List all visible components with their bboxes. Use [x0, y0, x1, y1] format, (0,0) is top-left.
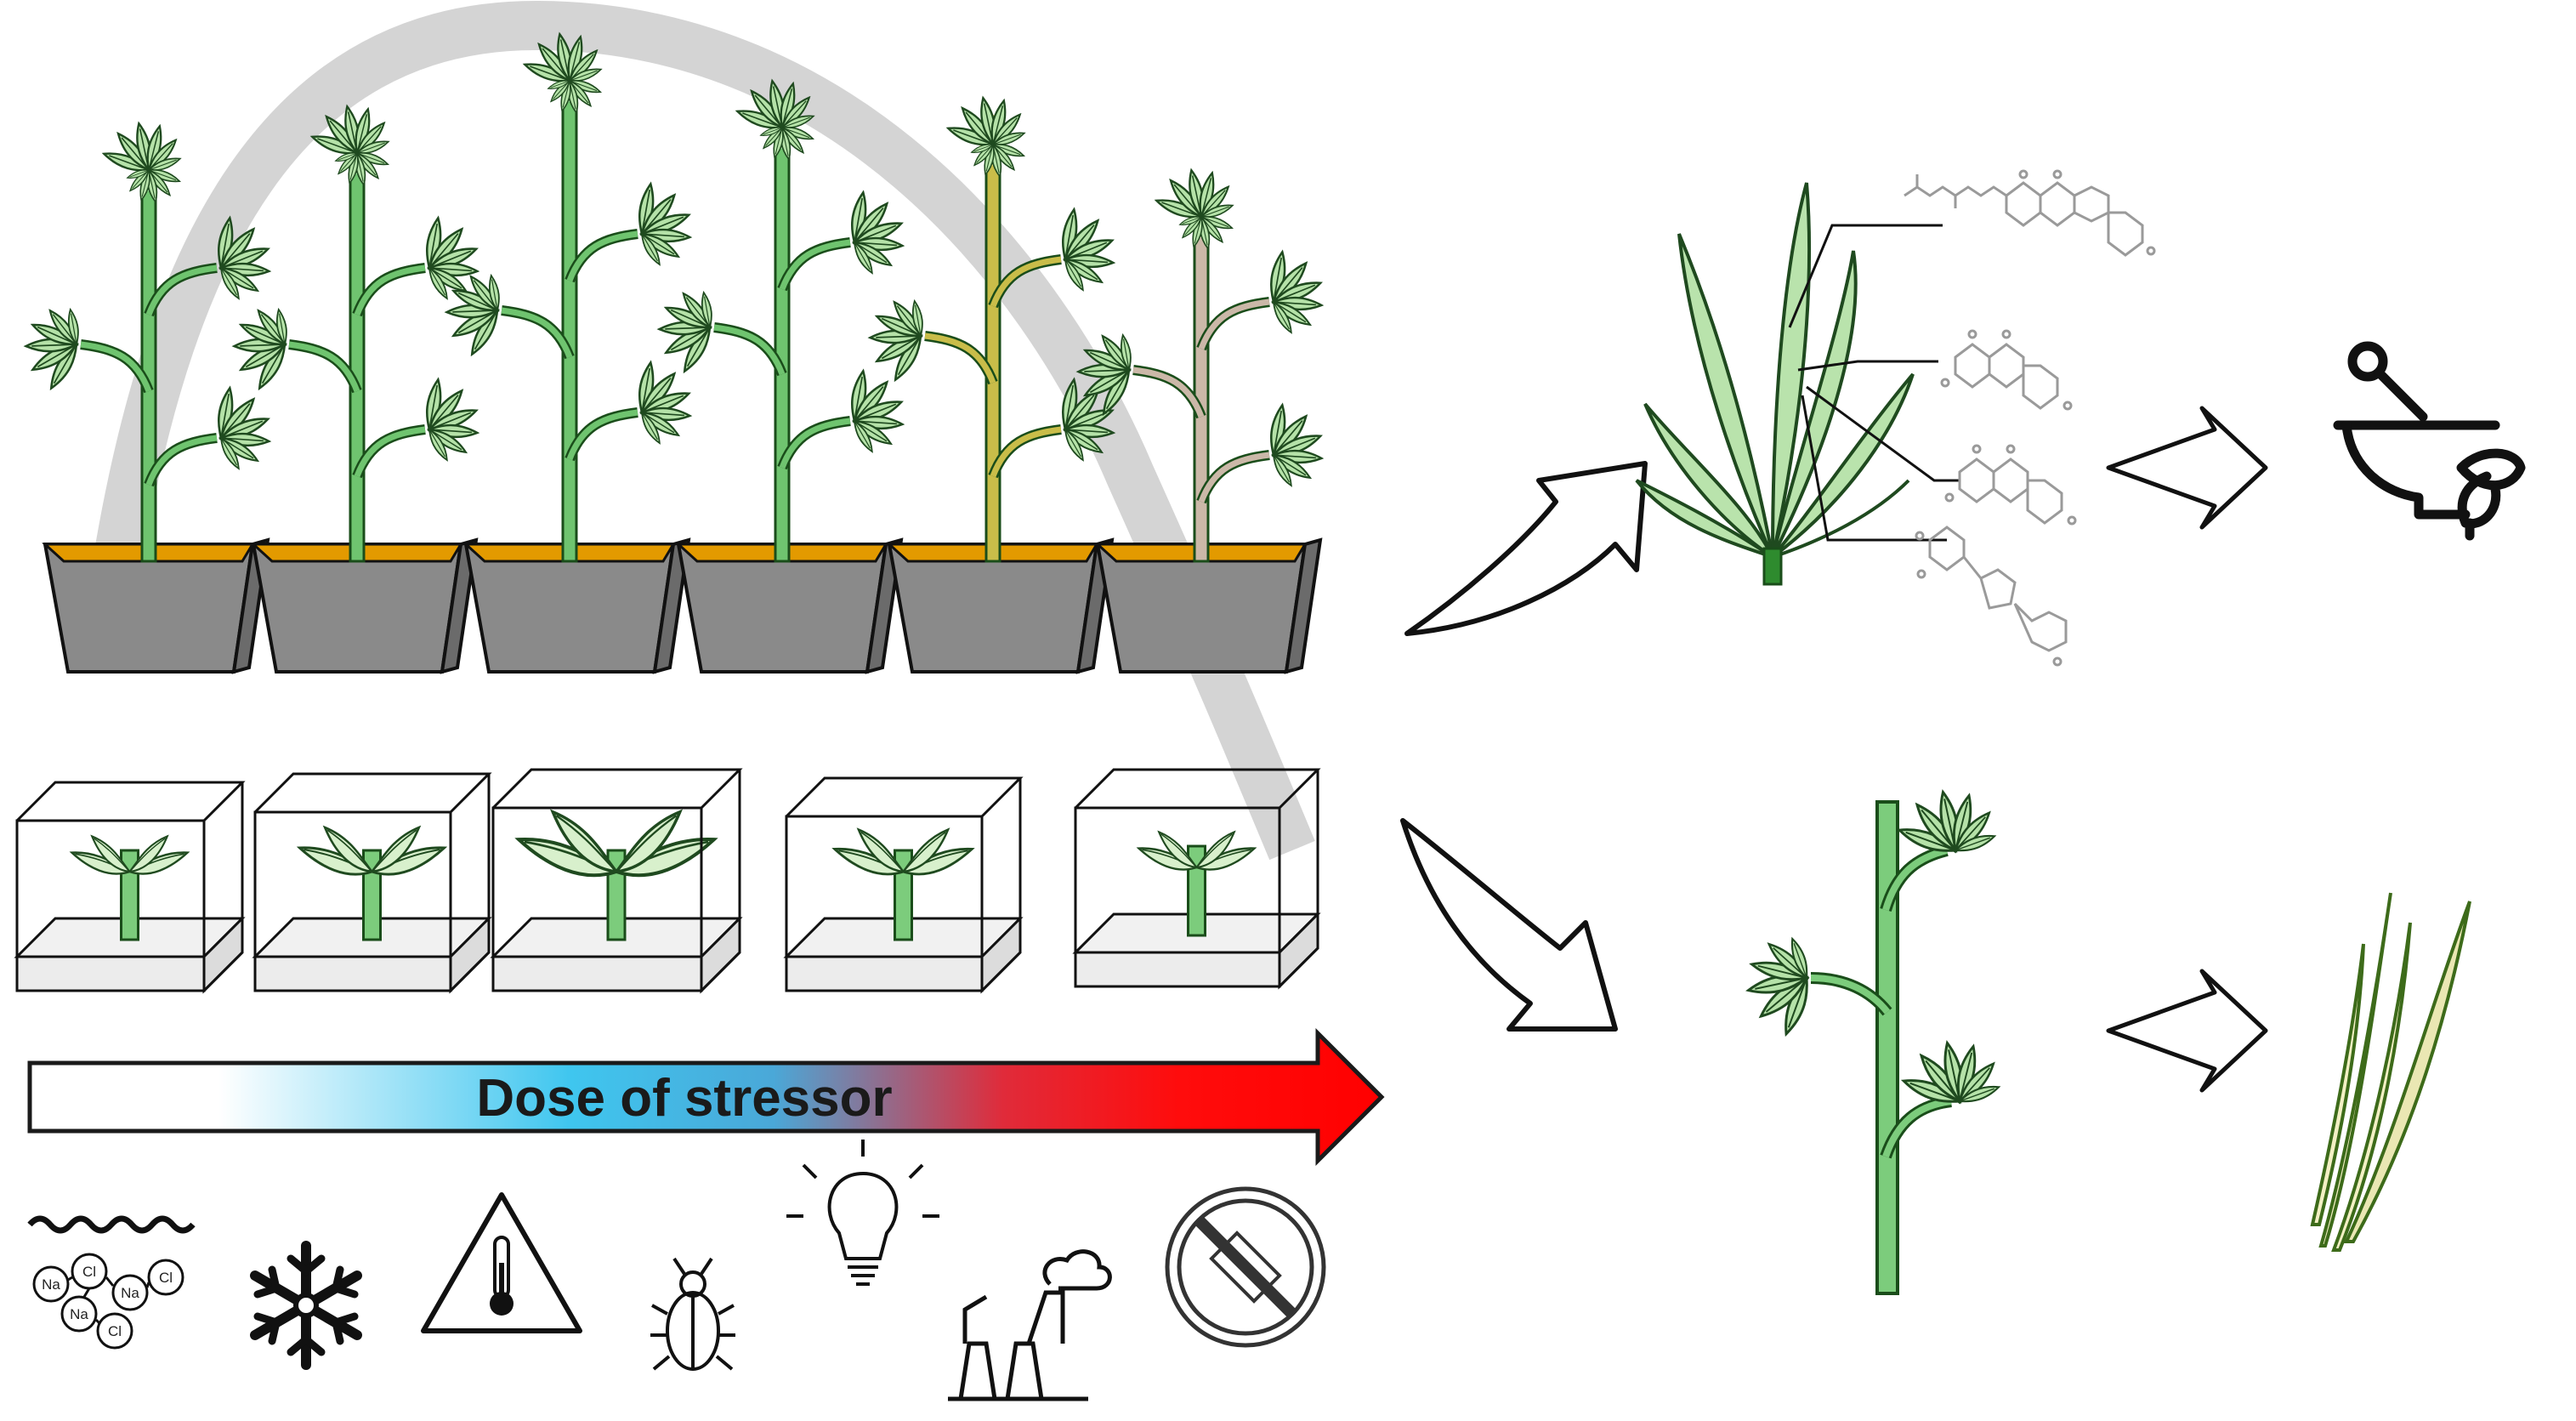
svg-text:Na: Na [121, 1285, 139, 1301]
arrow-to-fiber [2106, 969, 2268, 1093]
dose-label: Dose of stressor [476, 1069, 892, 1128]
potted-plant [439, 33, 698, 674]
prohibited-icon [1165, 1186, 1326, 1348]
mortar-pestle-icon [2333, 341, 2526, 541]
potted-plant [226, 105, 485, 674]
heat-warning-icon [421, 1192, 582, 1333]
potted-plant [1070, 169, 1330, 674]
stem-segment [1747, 791, 2000, 1295]
stressor-icons: Na Cl Na Cl Na Cl [27, 1140, 1326, 1401]
light-bulb-icon [786, 1140, 939, 1286]
flower-leaf-bundle [1635, 182, 1960, 586]
svg-text:Cl: Cl [108, 1323, 122, 1339]
lower-outline-arrow [1400, 818, 1618, 1032]
cold-icon [250, 1241, 362, 1370]
seedling-box [14, 781, 246, 994]
potted-plant [862, 97, 1121, 674]
response-curve [94, 0, 1315, 861]
chemical-structures [1904, 169, 2156, 667]
seedling-box [490, 768, 743, 994]
svg-text:Na: Na [70, 1306, 88, 1322]
potted-plant [651, 80, 911, 674]
seedling-box [1072, 768, 1321, 990]
fiber-bundle-icon [2310, 892, 2471, 1252]
svg-text:Na: Na [42, 1276, 60, 1293]
pest-beetle-icon [650, 1257, 735, 1371]
svg-text:Cl: Cl [159, 1270, 173, 1286]
arrow-to-medicine [2106, 406, 2268, 530]
upper-outline-arrow [1404, 461, 1648, 636]
svg-text:Cl: Cl [82, 1264, 96, 1280]
seedling-box [252, 772, 492, 994]
seedling-boxes-row [14, 768, 1321, 994]
pollution-factory-icon [948, 1249, 1112, 1401]
dose-arrow: Dose of stressor [27, 1027, 1385, 1167]
potted-plant [18, 122, 277, 674]
potted-plants-row [18, 33, 1330, 674]
salinity-icon: Na Cl Na Cl Na Cl [27, 1215, 196, 1350]
seedling-box [783, 776, 1024, 994]
